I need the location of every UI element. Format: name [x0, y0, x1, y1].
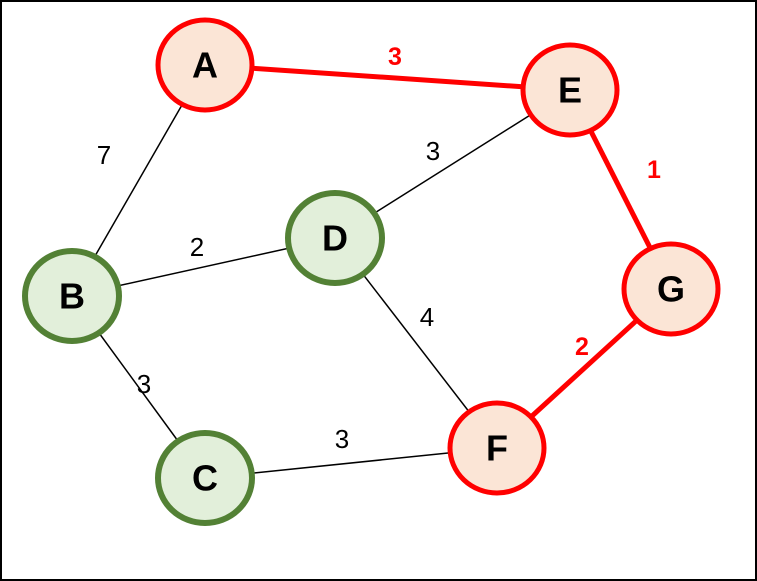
edge-weight-A-E: 3: [388, 43, 402, 71]
edge-weight-C-F: 3: [335, 424, 349, 454]
node-E-circle: [520, 42, 620, 138]
node-B-label: B: [59, 276, 85, 317]
edge-weight-E-G: 1: [647, 156, 661, 184]
node-E-label: E: [558, 70, 582, 111]
node-F-circle: [447, 400, 547, 496]
node-A-label: A: [192, 45, 218, 86]
edge-weight-B-C: 3: [137, 369, 151, 399]
node-G-label: G: [657, 269, 685, 310]
node-G-circle: [621, 241, 721, 337]
edge-weight-D-F: 4: [420, 302, 434, 332]
edge-weight-B-D: 2: [190, 232, 204, 262]
node-C-label: C: [192, 458, 218, 499]
edge-weight-A-B: 7: [97, 140, 111, 170]
edge-weight-D-E: 3: [426, 136, 440, 166]
edge-A-E: [204, 62, 571, 93]
node-A-circle: [155, 17, 255, 113]
node-D-label: D: [322, 218, 348, 259]
node-C-circle: [155, 430, 255, 526]
node-B-circle: [22, 248, 122, 344]
node-D-circle: [285, 190, 385, 286]
edge-weight-G-F: 2: [575, 333, 589, 361]
node-F-label: F: [486, 428, 508, 469]
